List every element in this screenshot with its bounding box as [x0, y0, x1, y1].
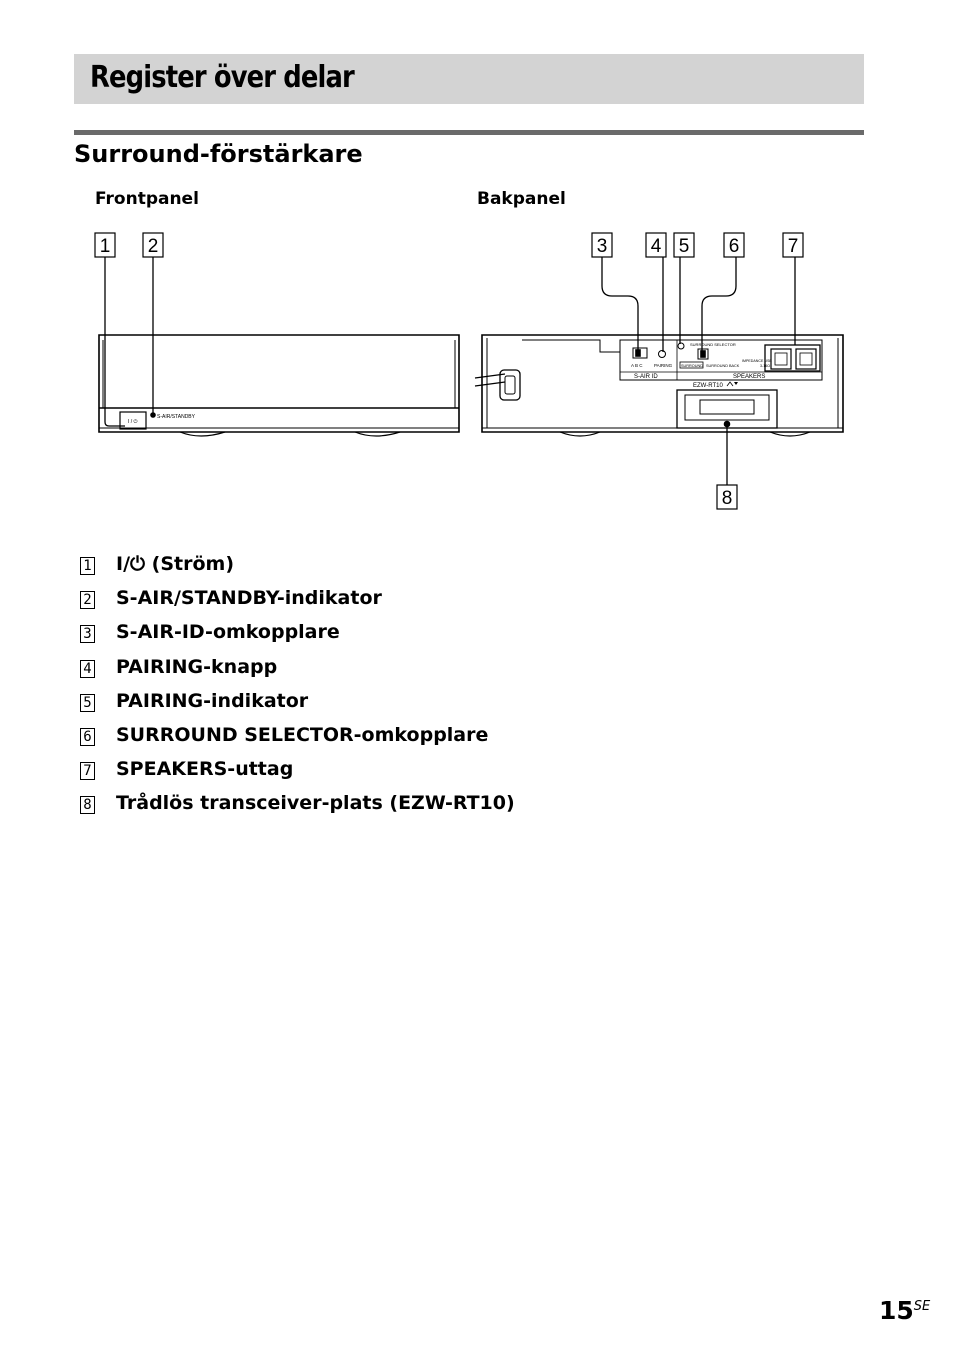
- item-text: Trådlös transceiver-plats (EZW-RT10): [116, 792, 515, 815]
- svg-text:SURROUND SELECTOR: SURROUND SELECTOR: [690, 342, 736, 347]
- callout-6: 6: [723, 232, 745, 258]
- page-number-value: 15: [879, 1296, 914, 1325]
- svg-text:7: 7: [788, 236, 799, 257]
- svg-text:SPEAKERS: SPEAKERS: [733, 374, 765, 380]
- svg-text:S-AIR ID: S-AIR ID: [634, 374, 658, 380]
- item-text: PAIRING-indikator: [116, 689, 309, 712]
- callout-4: 4: [645, 232, 667, 258]
- amplifier-diagram: 1 2 3 4 5 6 7 8 I / ⏻ S-AIR/STAN: [94, 232, 844, 510]
- power-button: [119, 411, 147, 430]
- front-panel-label: Frontpanel: [95, 189, 199, 209]
- svg-text:5: 5: [679, 236, 690, 257]
- item-text: SPEAKERS-uttag: [116, 758, 294, 781]
- svg-text:PAIRING: PAIRING: [654, 363, 673, 368]
- svg-text:1: 1: [100, 236, 111, 257]
- item-text: SURROUND SELECTOR-omkopplare: [116, 723, 489, 746]
- svg-text:SURROUND BACK: SURROUND BACK: [706, 364, 740, 368]
- page-number: 15SE: [879, 1296, 930, 1325]
- item-number: 5: [80, 693, 95, 712]
- item-number: 2: [80, 591, 95, 610]
- item-text: PAIRING-knapp: [116, 655, 278, 678]
- svg-text:2: 2: [148, 236, 159, 257]
- item-number: 4: [80, 659, 95, 678]
- page-language-suffix: SE: [913, 1299, 931, 1314]
- callout-5: 5: [673, 232, 695, 258]
- callout-1: 1: [94, 232, 116, 258]
- callout-3: 3: [591, 232, 613, 258]
- svg-text:4: 4: [651, 236, 662, 257]
- section-rule: [74, 130, 864, 135]
- item-number: 7: [80, 762, 95, 781]
- callout-7: 7: [782, 232, 804, 258]
- item-number: 1: [80, 557, 95, 575]
- svg-text:A B C: A B C: [631, 363, 643, 368]
- back-panel-label: Bakpanel: [477, 189, 566, 209]
- item-text: I/⏻ (Ström): [116, 553, 235, 575]
- front-panel: I / ⏻ S-AIR/STANDBY: [98, 334, 460, 437]
- callout-2: 2: [142, 232, 164, 258]
- title-bar: Register över delar: [74, 54, 864, 104]
- svg-text:8: 8: [722, 488, 733, 509]
- item-number: 8: [80, 796, 95, 815]
- svg-text:IMPEDANCE USE: IMPEDANCE USE: [742, 359, 772, 363]
- svg-text:SURROUND: SURROUND: [681, 364, 703, 368]
- item-number: 3: [80, 625, 95, 644]
- svg-text:S-AIR/STANDBY: S-AIR/STANDBY: [157, 414, 196, 420]
- svg-text:EZW-RT10: EZW-RT10: [693, 383, 723, 389]
- svg-text:I / ⏻: I / ⏻: [128, 419, 138, 425]
- svg-text:3: 3: [597, 236, 608, 257]
- page-title: Register över delar: [90, 60, 355, 95]
- svg-text:6: 6: [729, 236, 740, 257]
- back-panel: A B C PAIRING S-AIR ID SURROUND SELECTOR…: [474, 334, 844, 437]
- item-text: S-AIR-ID-omkopplare: [116, 621, 340, 644]
- section-title: Surround-förstärkare: [74, 140, 363, 168]
- callout-8: 8: [716, 484, 738, 510]
- item-number: 6: [80, 727, 95, 746]
- item-text: S-AIR/STANDBY-indikator: [116, 587, 382, 610]
